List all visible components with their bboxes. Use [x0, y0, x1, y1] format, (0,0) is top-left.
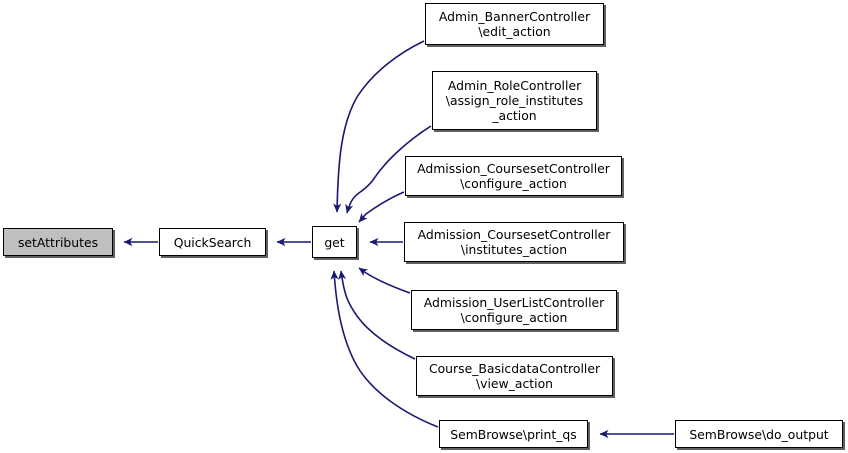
node-admission-coursesetcontroller-institutes-action-label: Admission_CoursesetController \institute…: [417, 227, 611, 257]
edge-admission-courseset-configure-to-get: [358, 191, 405, 223]
node-admin-rolecontroller-assign-role-institutes-action[interactable]: Admin_RoleController \assign_role_instit…: [432, 71, 597, 130]
node-sembrowse-do-output-label: SemBrowse\do_output: [689, 426, 829, 442]
node-sembrowse-print-qs[interactable]: SemBrowse\print_qs: [439, 420, 588, 448]
node-setattributes-label: setAttributes: [17, 234, 99, 250]
node-sembrowse-print-qs-label: SemBrowse\print_qs: [450, 426, 577, 442]
edge-admission-userlist-to-get: [358, 267, 411, 294]
node-get-label: get: [324, 234, 345, 250]
node-admin-bannercontroller-edit-action[interactable]: Admin_BannerController \edit_action: [425, 3, 604, 45]
node-get[interactable]: get: [312, 226, 357, 258]
node-course-basicdatacontroller-view-action-label: Course_BasicdataController \view_action: [428, 361, 601, 391]
node-course-basicdatacontroller-view-action[interactable]: Course_BasicdataController \view_action: [416, 356, 613, 396]
node-admission-coursesetcontroller-institutes-action[interactable]: Admission_CoursesetController \institute…: [404, 222, 624, 262]
node-admission-coursesetcontroller-configure-action[interactable]: Admission_CoursesetController \configure…: [405, 156, 622, 196]
node-sembrowse-do-output[interactable]: SemBrowse\do_output: [675, 420, 843, 448]
node-admission-coursesetcontroller-configure-action-label: Admission_CoursesetController \configure…: [417, 161, 610, 191]
node-admission-userlistcontroller-configure-action-label: Admission_UserListController \configure_…: [423, 295, 605, 325]
edge-course-basicdata-to-get: [338, 270, 416, 360]
node-quicksearch-label: QuickSearch: [173, 234, 252, 250]
node-quicksearch[interactable]: QuickSearch: [159, 228, 266, 256]
node-admin-bannercontroller-edit-action-label: Admin_BannerController \edit_action: [438, 9, 591, 39]
node-admission-userlistcontroller-configure-action[interactable]: Admission_UserListController \configure_…: [411, 290, 617, 330]
node-setattributes[interactable]: setAttributes: [3, 228, 113, 256]
node-admin-rolecontroller-assign-role-institutes-action-label: Admin_RoleController \assign_role_instit…: [445, 78, 584, 123]
